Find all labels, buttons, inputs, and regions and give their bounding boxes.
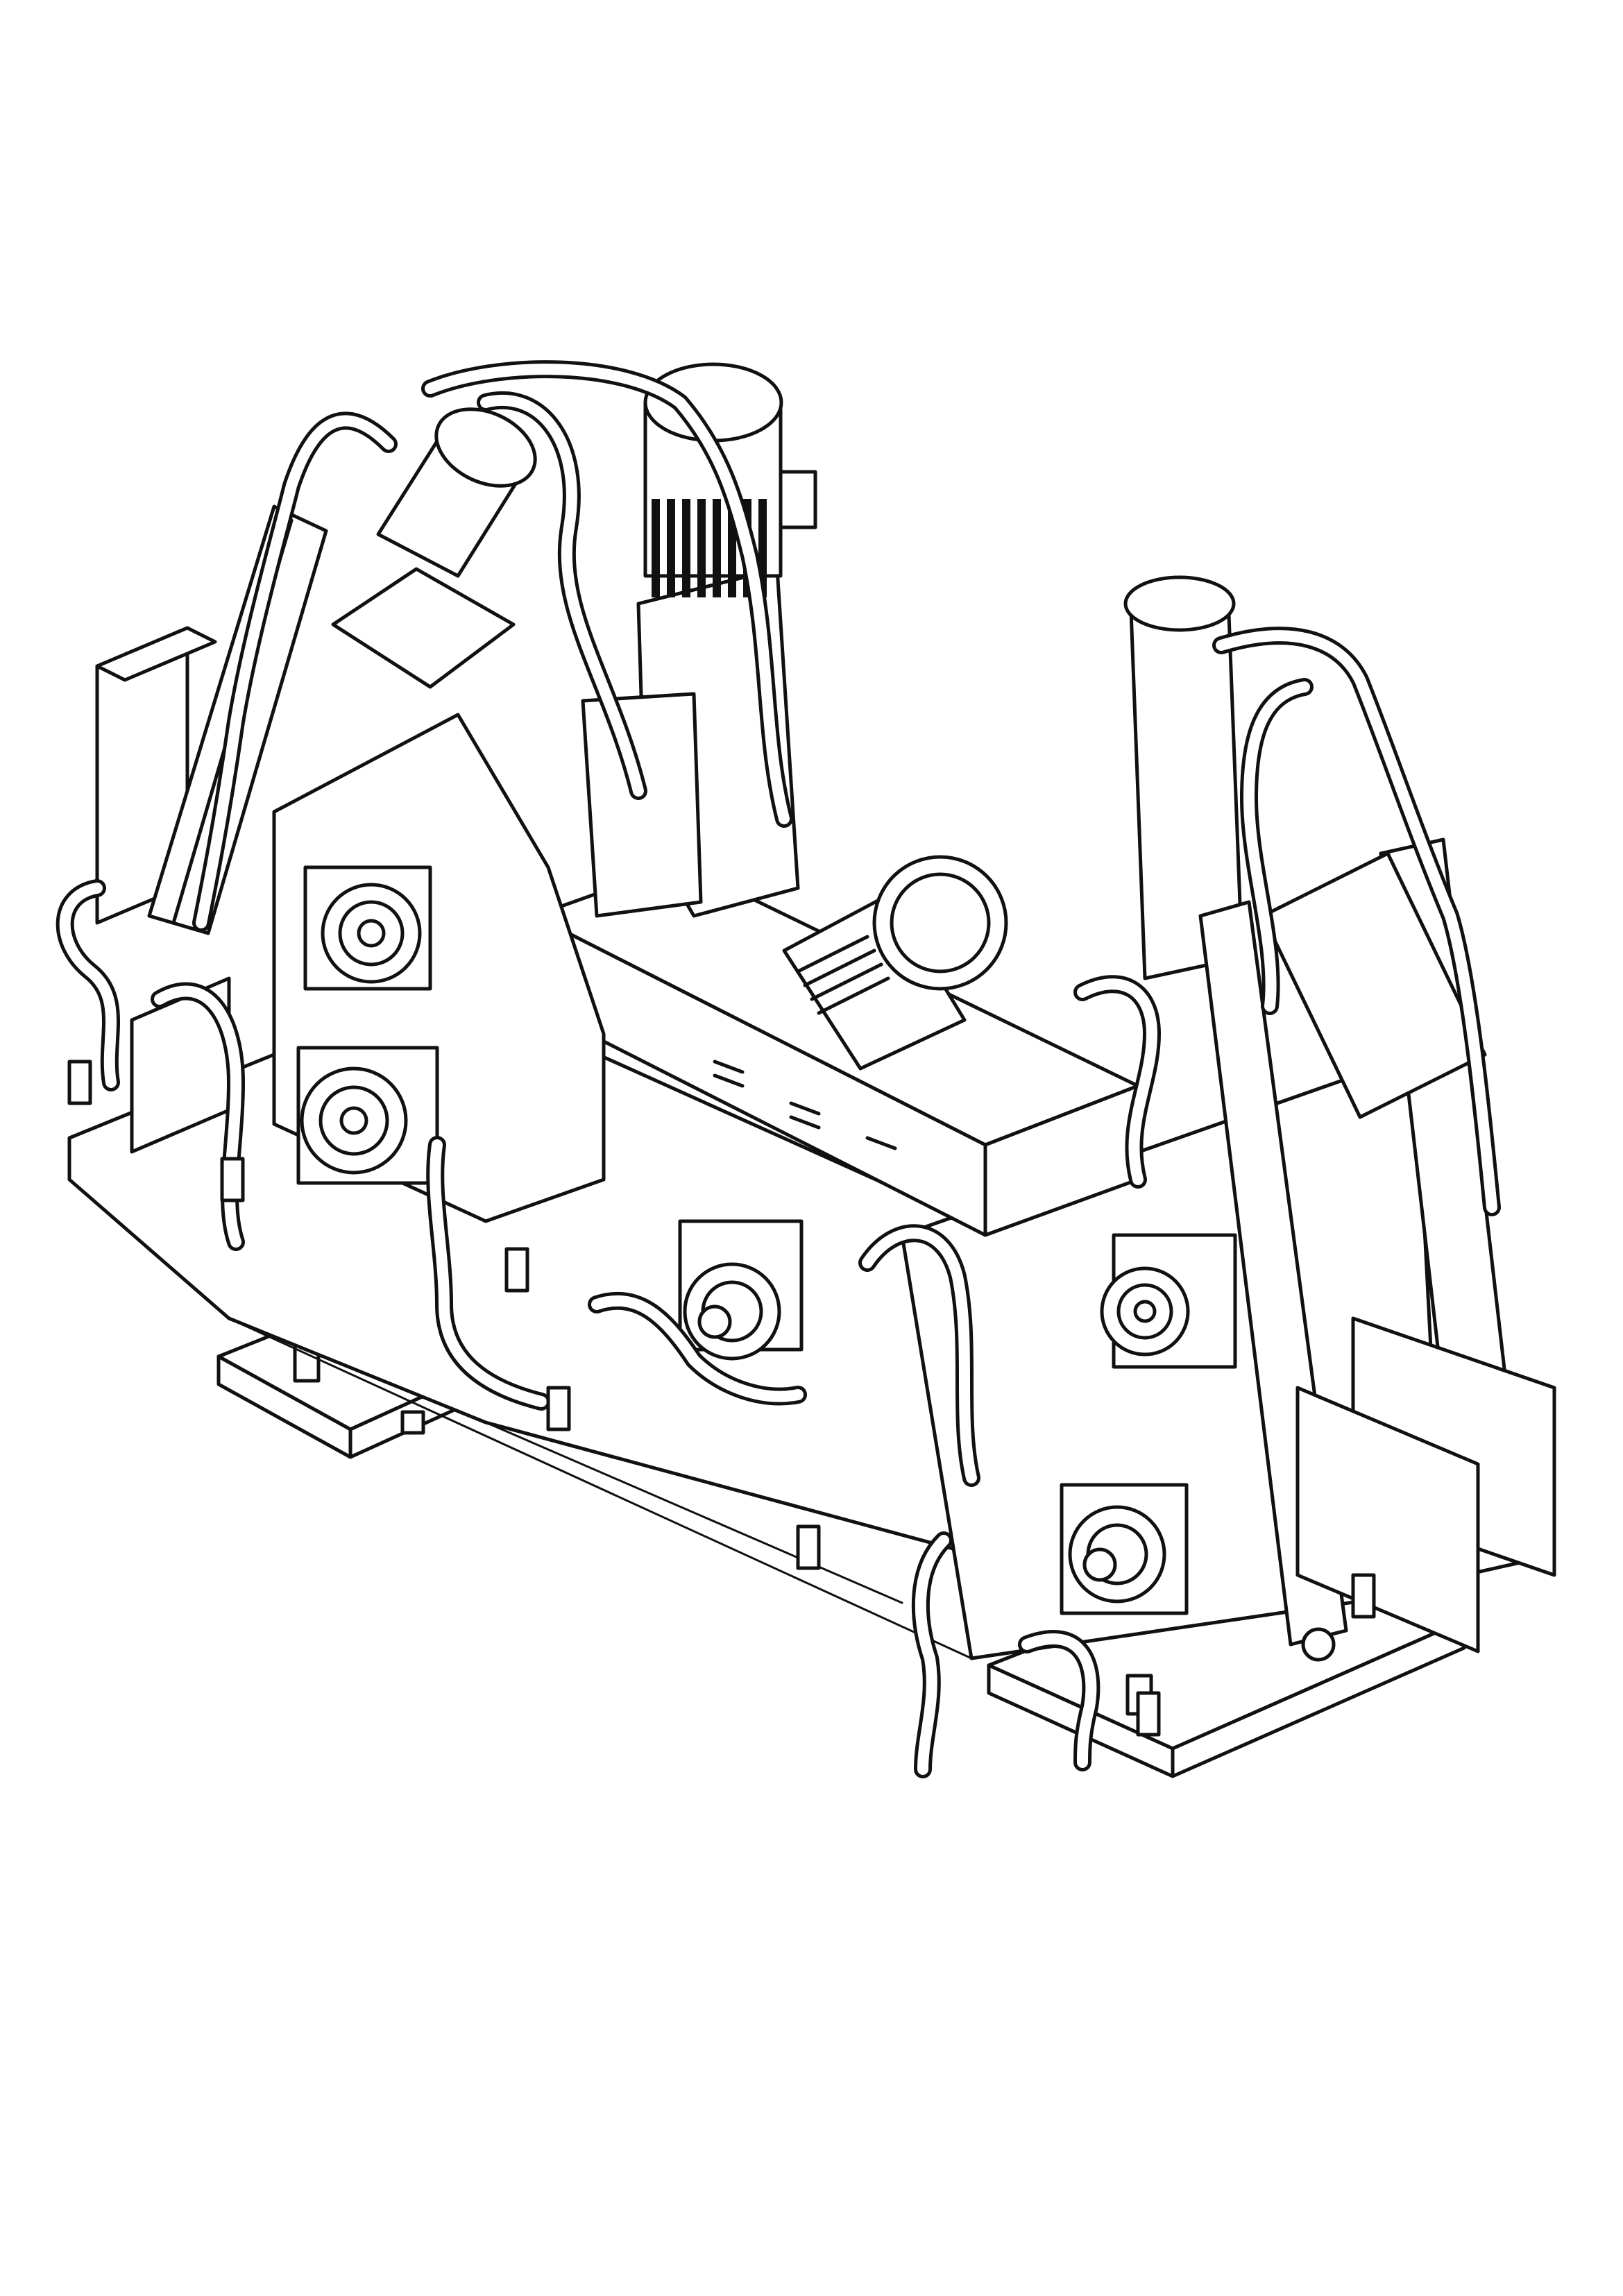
gear-flange-mid-left	[296, 1046, 439, 1185]
right-arm-frame	[1198, 837, 1556, 1662]
gear-flange-center	[678, 1219, 804, 1361]
motor-fins-horizontal	[796, 935, 890, 1015]
horizontal-motor-right	[782, 855, 1008, 1071]
vertical-motor-top	[581, 362, 817, 918]
gear-flange-right-upper	[1100, 1233, 1237, 1369]
gear-flange-upper-left	[303, 865, 432, 991]
hydraulic-hoses	[56, 360, 1501, 1778]
elbow-pipe	[1018, 1630, 1101, 1771]
valve-fittings	[67, 1060, 1376, 1737]
gear-flange-right-lower	[1060, 1483, 1189, 1615]
cylinder-top-left	[331, 407, 537, 689]
cylinder-top-right	[1123, 575, 1244, 980]
